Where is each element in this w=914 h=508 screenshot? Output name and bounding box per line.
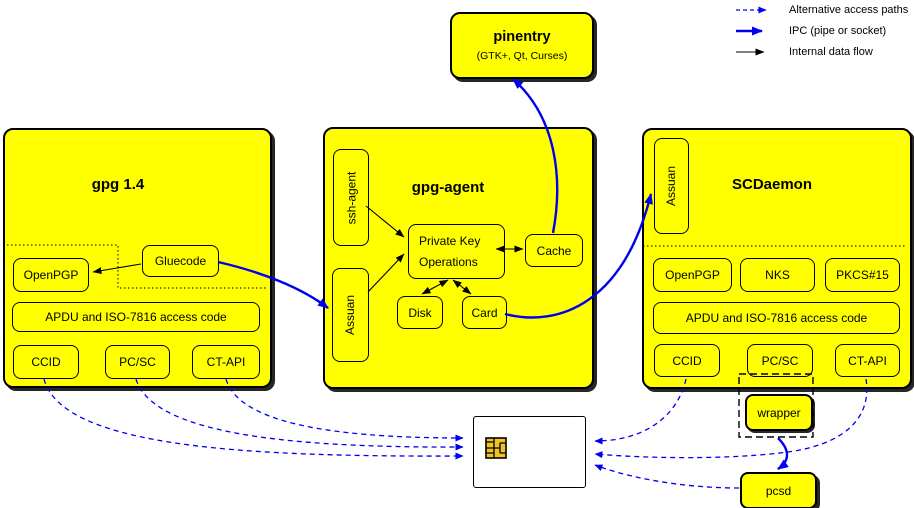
pinentry-title: pinentry bbox=[493, 29, 551, 45]
scdaemon-openpgp-label: OpenPGP bbox=[665, 268, 720, 282]
pinentry-subtitle: (GTK+, Qt, Curses) bbox=[476, 50, 568, 62]
smartcard-chip-icon bbox=[485, 437, 507, 459]
scdaemon-pkcs15-node: PKCS#15 bbox=[825, 258, 900, 292]
private-key-operations-node: Private Key Operations bbox=[408, 224, 505, 279]
gpg14-ctapi-node: CT-API bbox=[192, 345, 260, 379]
disk-label: Disk bbox=[408, 305, 432, 320]
wrapper-label: wrapper bbox=[757, 405, 801, 420]
pcsd-label: pcsd bbox=[765, 483, 792, 498]
scdaemon-ccid-node: CCID bbox=[654, 344, 720, 377]
ssh-agent-label: ssh-agent bbox=[344, 171, 359, 224]
gpg14-openpgp-node: OpenPGP bbox=[13, 258, 89, 292]
scdaemon-nks-label: NKS bbox=[765, 268, 790, 282]
scdaemon-pcsc-label: PC/SC bbox=[761, 353, 799, 368]
alternative-access-paths bbox=[43, 378, 868, 489]
pko-line1: Private Key bbox=[419, 234, 481, 248]
smartcard bbox=[473, 416, 586, 488]
gpg14-ccid-node: CCID bbox=[13, 345, 79, 379]
gpg14-apdu-node: APDU and ISO-7816 access code bbox=[12, 302, 260, 332]
scdaemon-assuan-label: Assuan bbox=[664, 165, 679, 207]
gpg14-gluecode-label: Gluecode bbox=[154, 254, 207, 268]
scdaemon-apdu-node: APDU and ISO-7816 access code bbox=[653, 302, 900, 334]
scdaemon-assuan-node: Assuan bbox=[654, 138, 689, 234]
scdaemon-pcsc-node: PC/SC bbox=[747, 344, 813, 377]
gpg14-pcsc-node: PC/SC bbox=[105, 345, 170, 379]
gpg14-title: gpg 1.4 bbox=[91, 176, 145, 193]
wrapper-node: wrapper bbox=[745, 394, 813, 431]
gpg14-gluecode-node: Gluecode bbox=[142, 245, 219, 277]
gpg14-pcsc-label: PC/SC bbox=[119, 355, 156, 369]
scdaemon-ctapi-node: CT-API bbox=[835, 344, 900, 377]
scdaemon-nks-node: NKS bbox=[740, 258, 815, 292]
scdaemon-openpgp-node: OpenPGP bbox=[653, 258, 732, 292]
legend-arrow-samples bbox=[736, 6, 767, 56]
gpg-agent-assuan-node: Assuan bbox=[332, 268, 369, 362]
scdaemon-pkcs15-label: PKCS#15 bbox=[836, 268, 889, 282]
cache-node: Cache bbox=[525, 234, 583, 267]
legend-ipc-label: IPC (pipe or socket) bbox=[789, 25, 887, 37]
scdaemon-title: SCDaemon bbox=[731, 176, 813, 193]
card-node: Card bbox=[462, 296, 507, 329]
scdaemon-ctapi-label: CT-API bbox=[848, 353, 887, 368]
pcsd-node: pcsd bbox=[740, 472, 817, 508]
card-label: Card bbox=[471, 305, 498, 320]
disk-node: Disk bbox=[397, 296, 443, 329]
pko-line2: Operations bbox=[419, 255, 478, 269]
gpg14-ctapi-label: CT-API bbox=[206, 355, 246, 369]
cache-label: Cache bbox=[536, 243, 572, 258]
scdaemon-ccid-label: CCID bbox=[672, 353, 702, 368]
scdaemon-apdu-label: APDU and ISO-7816 access code bbox=[685, 311, 868, 325]
gpg14-openpgp-label: OpenPGP bbox=[23, 268, 79, 282]
legend-internal-label: Internal data flow bbox=[789, 46, 873, 58]
gpg14-apdu-label: APDU and ISO-7816 access code bbox=[45, 310, 227, 324]
pinentry-box: pinentry (GTK+, Qt, Curses) bbox=[450, 12, 594, 79]
legend-alternative-label: Alternative access paths bbox=[789, 4, 909, 16]
gpg-agent-title: gpg-agent bbox=[411, 179, 485, 196]
gpg14-ccid-label: CCID bbox=[31, 355, 61, 369]
gpg-agent-assuan-label: Assuan bbox=[343, 294, 358, 336]
gpg-agent-ssh-agent-node: ssh-agent bbox=[333, 149, 369, 246]
